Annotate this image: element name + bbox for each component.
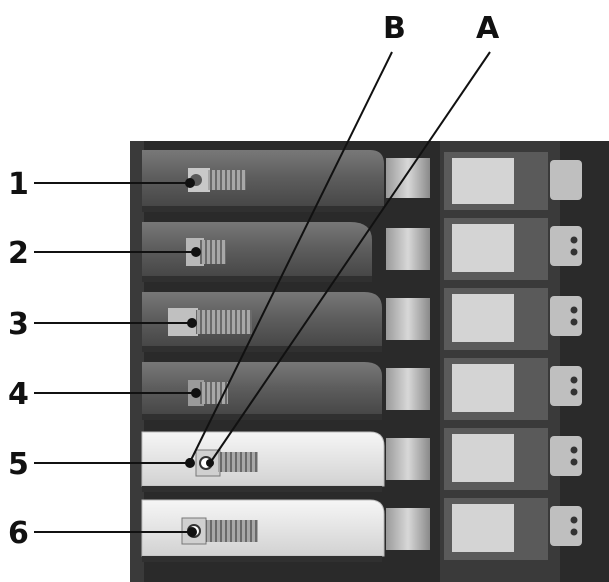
contact-column xyxy=(440,141,560,582)
callout-a-leader xyxy=(209,51,491,464)
position-label-6: 6 xyxy=(8,516,29,551)
contact-block-6 xyxy=(444,498,548,560)
cam-disc-1 xyxy=(142,150,384,212)
position-label-5: 5 xyxy=(8,447,29,482)
position-label-1: 1 xyxy=(8,167,29,202)
cam-disc-5 xyxy=(141,431,385,492)
contact-tabs xyxy=(386,158,430,550)
callout-b-point xyxy=(186,458,194,466)
position-leaders xyxy=(34,178,201,537)
position-label-4: 4 xyxy=(8,377,29,412)
contact-block-4 xyxy=(444,358,548,420)
position-label-2: 2 xyxy=(8,236,29,271)
contact-block-5 xyxy=(444,428,548,490)
contact-block-1 xyxy=(444,152,548,210)
cam-disc-3 xyxy=(142,292,382,352)
callout-a-point xyxy=(206,459,214,467)
contact-block-2 xyxy=(444,218,548,280)
callout-b-label: B xyxy=(383,11,406,46)
cam-disc-4 xyxy=(142,362,382,420)
cam-disc-2 xyxy=(142,222,372,282)
position-label-3: 3 xyxy=(8,307,29,342)
callout-leaders xyxy=(189,51,491,464)
contact-block-3 xyxy=(444,288,548,350)
cam-disc-6 xyxy=(141,499,385,562)
terminal-column xyxy=(550,160,582,546)
callout-b-leader xyxy=(189,51,393,463)
callout-a-label: A xyxy=(476,11,500,46)
